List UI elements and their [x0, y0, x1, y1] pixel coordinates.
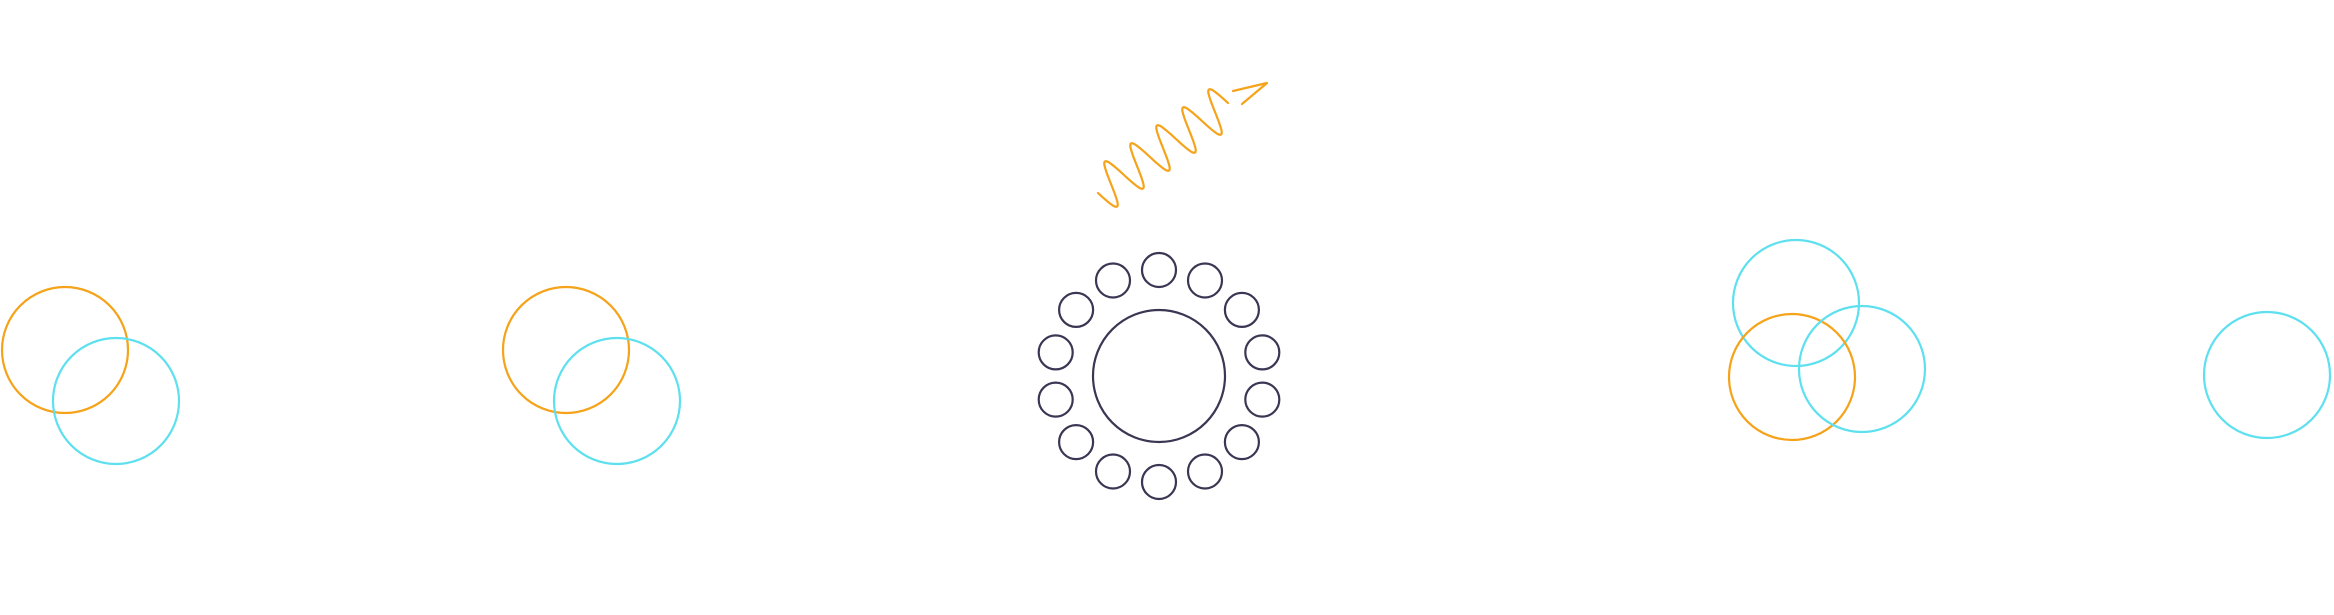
satellite-circle — [1140, 251, 1178, 289]
wave-path — [1096, 88, 1230, 208]
satellite-circle — [1244, 381, 1281, 418]
triple-overlap — [1727, 238, 1927, 442]
satellite-circle — [1057, 424, 1095, 461]
satellite-circle — [1037, 381, 1074, 418]
overlap-pair-2 — [501, 285, 682, 466]
orange-circle — [501, 285, 631, 415]
wavy-arrow-icon — [1096, 81, 1269, 208]
overlap-pair-1 — [0, 285, 181, 466]
satellite-circle — [1223, 424, 1261, 461]
cyan-circle-top — [1731, 238, 1861, 368]
cyan-circle — [552, 336, 682, 466]
satellite-circle — [1223, 291, 1261, 328]
orange-circle — [1727, 312, 1857, 442]
satellite-circle — [1140, 463, 1178, 501]
satellite-circle — [1094, 262, 1132, 299]
single-circle — [2202, 310, 2332, 440]
satellite-circle — [1186, 453, 1224, 490]
satellite-circle — [1186, 262, 1224, 299]
satellite-circle — [1094, 453, 1132, 490]
center-circle — [1091, 308, 1227, 444]
ring-cluster — [1037, 251, 1281, 501]
satellite-circle — [1244, 334, 1281, 371]
arrow-head — [1231, 81, 1269, 106]
cyan-circle-right — [1797, 304, 1927, 434]
orange-circle — [0, 285, 130, 415]
cyan-circle — [51, 336, 181, 466]
cyan-circle — [2202, 310, 2332, 440]
satellite-circle — [1057, 291, 1095, 328]
satellite-circle — [1037, 334, 1074, 371]
